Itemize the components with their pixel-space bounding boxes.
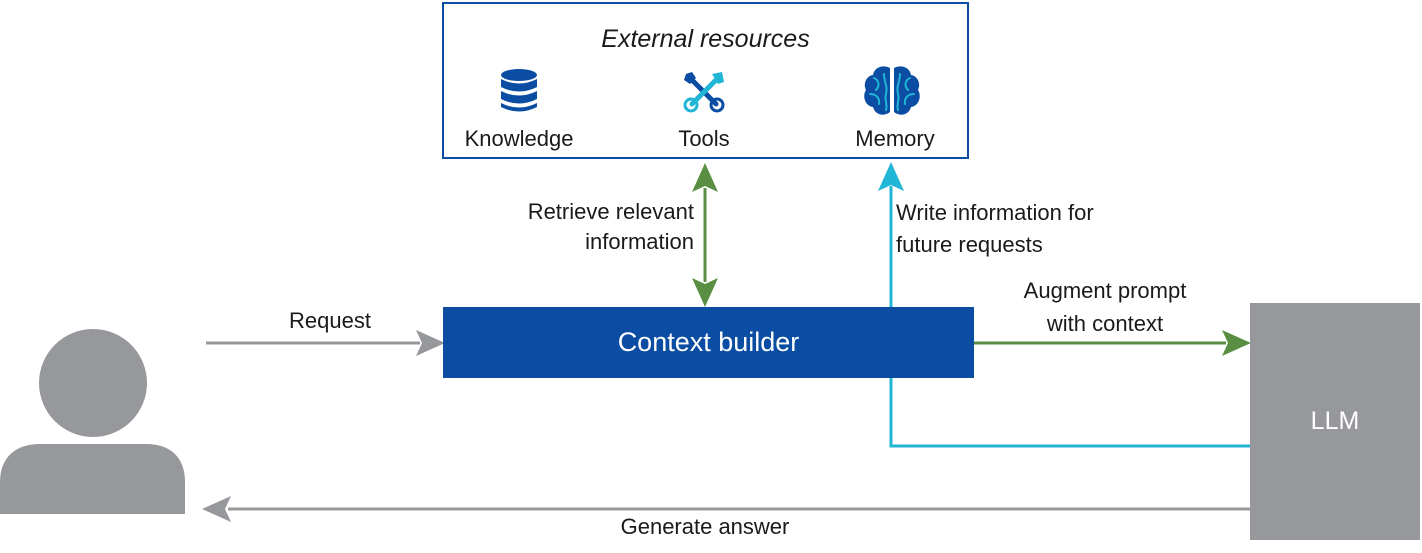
context-builder-label: Context builder [617,327,800,357]
retrieve-label-line2: information [585,229,694,254]
augment-arrow [974,330,1251,356]
external-resources-title: External resources [601,25,810,53]
augment-label-line2: with context [1046,311,1164,336]
knowledge-label: Knowledge [464,126,574,151]
database-icon [501,69,537,112]
write-label-line2: future requests [896,232,1043,257]
retrieve-label-line1: Retrieve relevant [527,199,694,224]
request-label: Request [289,308,371,333]
generate-answer-arrow [202,496,1250,522]
tools-icon [683,72,725,113]
user-icon [0,329,185,514]
brain-icon [864,66,920,115]
augment-label-line1: Augment prompt [1023,278,1187,303]
context-builder-box: Context builder [443,307,974,378]
write-label-line1: Write information for [896,200,1094,225]
llm-label: LLM [1310,407,1360,435]
llm-box: LLM [1250,303,1420,540]
memory-label: Memory [855,126,935,151]
write-memory-arrow [878,162,1250,448]
tools-label: Tools [678,126,730,151]
retrieve-arrow [692,163,718,307]
generate-answer-label: Generate answer [620,514,790,539]
request-arrow [206,330,445,356]
